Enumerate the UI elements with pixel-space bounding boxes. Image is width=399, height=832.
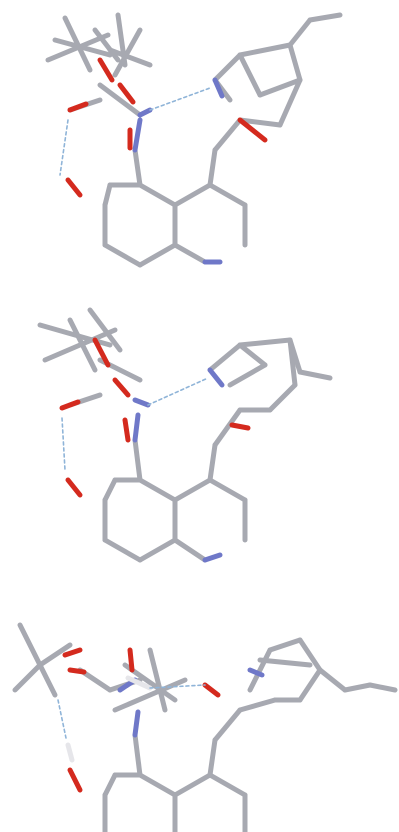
conformer-3 <box>12 622 398 832</box>
carbon-bonds <box>45 12 343 268</box>
oxygen-bonds <box>59 337 251 498</box>
hydrogen-bonds <box>57 684 206 739</box>
hydrogen-bonds <box>59 87 211 176</box>
carbon-bonds <box>37 307 333 563</box>
hydrogen-bonds <box>61 377 209 471</box>
oxygen-bonds <box>62 647 221 793</box>
nitrogen-bonds <box>132 77 225 265</box>
hydrogen-atom-bonds <box>65 675 153 763</box>
conformer-1 <box>45 12 343 268</box>
oxygen-bonds <box>65 57 268 198</box>
carbon-bonds <box>12 622 398 832</box>
nitrogen-bonds <box>132 367 225 563</box>
conformer-2 <box>37 307 333 563</box>
